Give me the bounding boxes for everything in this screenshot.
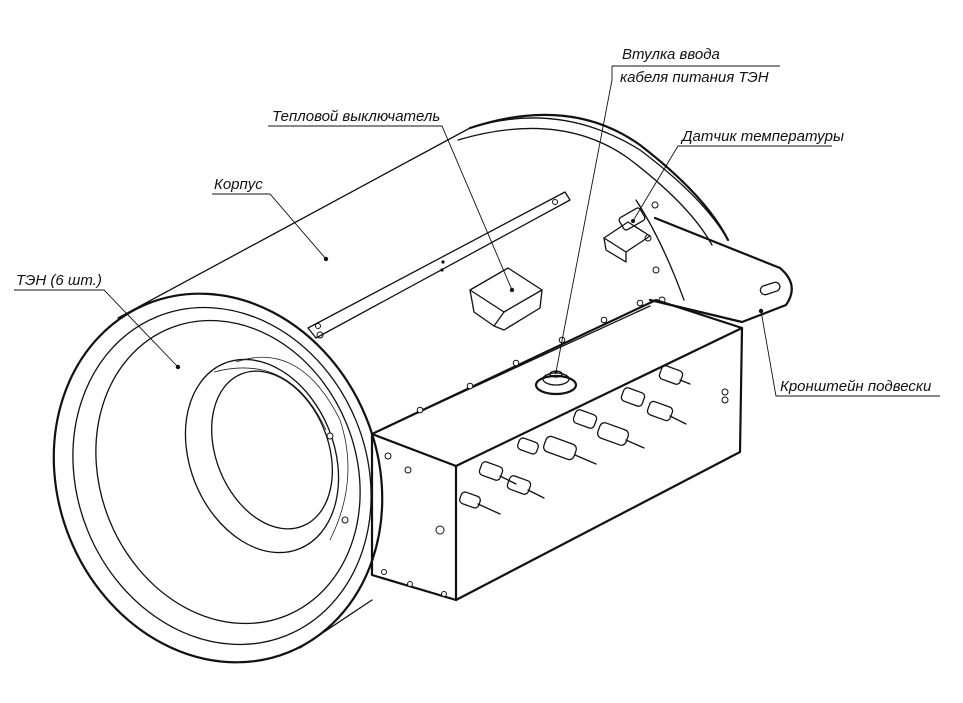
- terminal-stud: [517, 437, 539, 455]
- leader-temperature-sensor: [632, 145, 832, 222]
- terminal-stud: [596, 422, 645, 449]
- terminal-stud: [658, 365, 691, 385]
- terminal-stud: [506, 475, 545, 499]
- leader-thermal-switch: [268, 125, 513, 291]
- leader-heating-elements: [14, 289, 179, 368]
- front-flange: [52, 292, 384, 664]
- label-temperature-sensor: Датчик температуры: [680, 128, 844, 145]
- thermal-switch: [469, 267, 543, 331]
- leader-mounting-bracket: [760, 310, 940, 397]
- terminal-stud: [572, 409, 598, 429]
- terminal-box: [370, 298, 744, 602]
- terminal-stud: [646, 400, 687, 425]
- terminal-stud: [478, 461, 517, 485]
- label-heating-elements: ТЭН (6 шт.): [16, 272, 102, 289]
- terminal-stud: [620, 387, 646, 407]
- temperature-sensor: [603, 207, 651, 263]
- leader-lines: [14, 65, 940, 397]
- rail: [307, 191, 571, 339]
- label-thermal-switch: Тепловой выключатель: [272, 108, 440, 125]
- leader-bushing: [555, 66, 613, 373]
- cable-bushing: [534, 370, 578, 396]
- label-housing: Корпус: [214, 176, 263, 193]
- mounting-bracket: [648, 216, 793, 324]
- terminal-stud: [542, 435, 597, 465]
- terminal-stud: [459, 491, 501, 515]
- label-bushing-line2: кабеля питания ТЭН: [620, 69, 769, 86]
- label-mounting-bracket: Кронштейн подвески: [780, 378, 932, 395]
- housing-body: [117, 113, 730, 649]
- terminal-studs: [459, 365, 691, 515]
- leader-housing: [212, 193, 327, 260]
- label-bushing-line1: Втулка ввода: [622, 46, 720, 63]
